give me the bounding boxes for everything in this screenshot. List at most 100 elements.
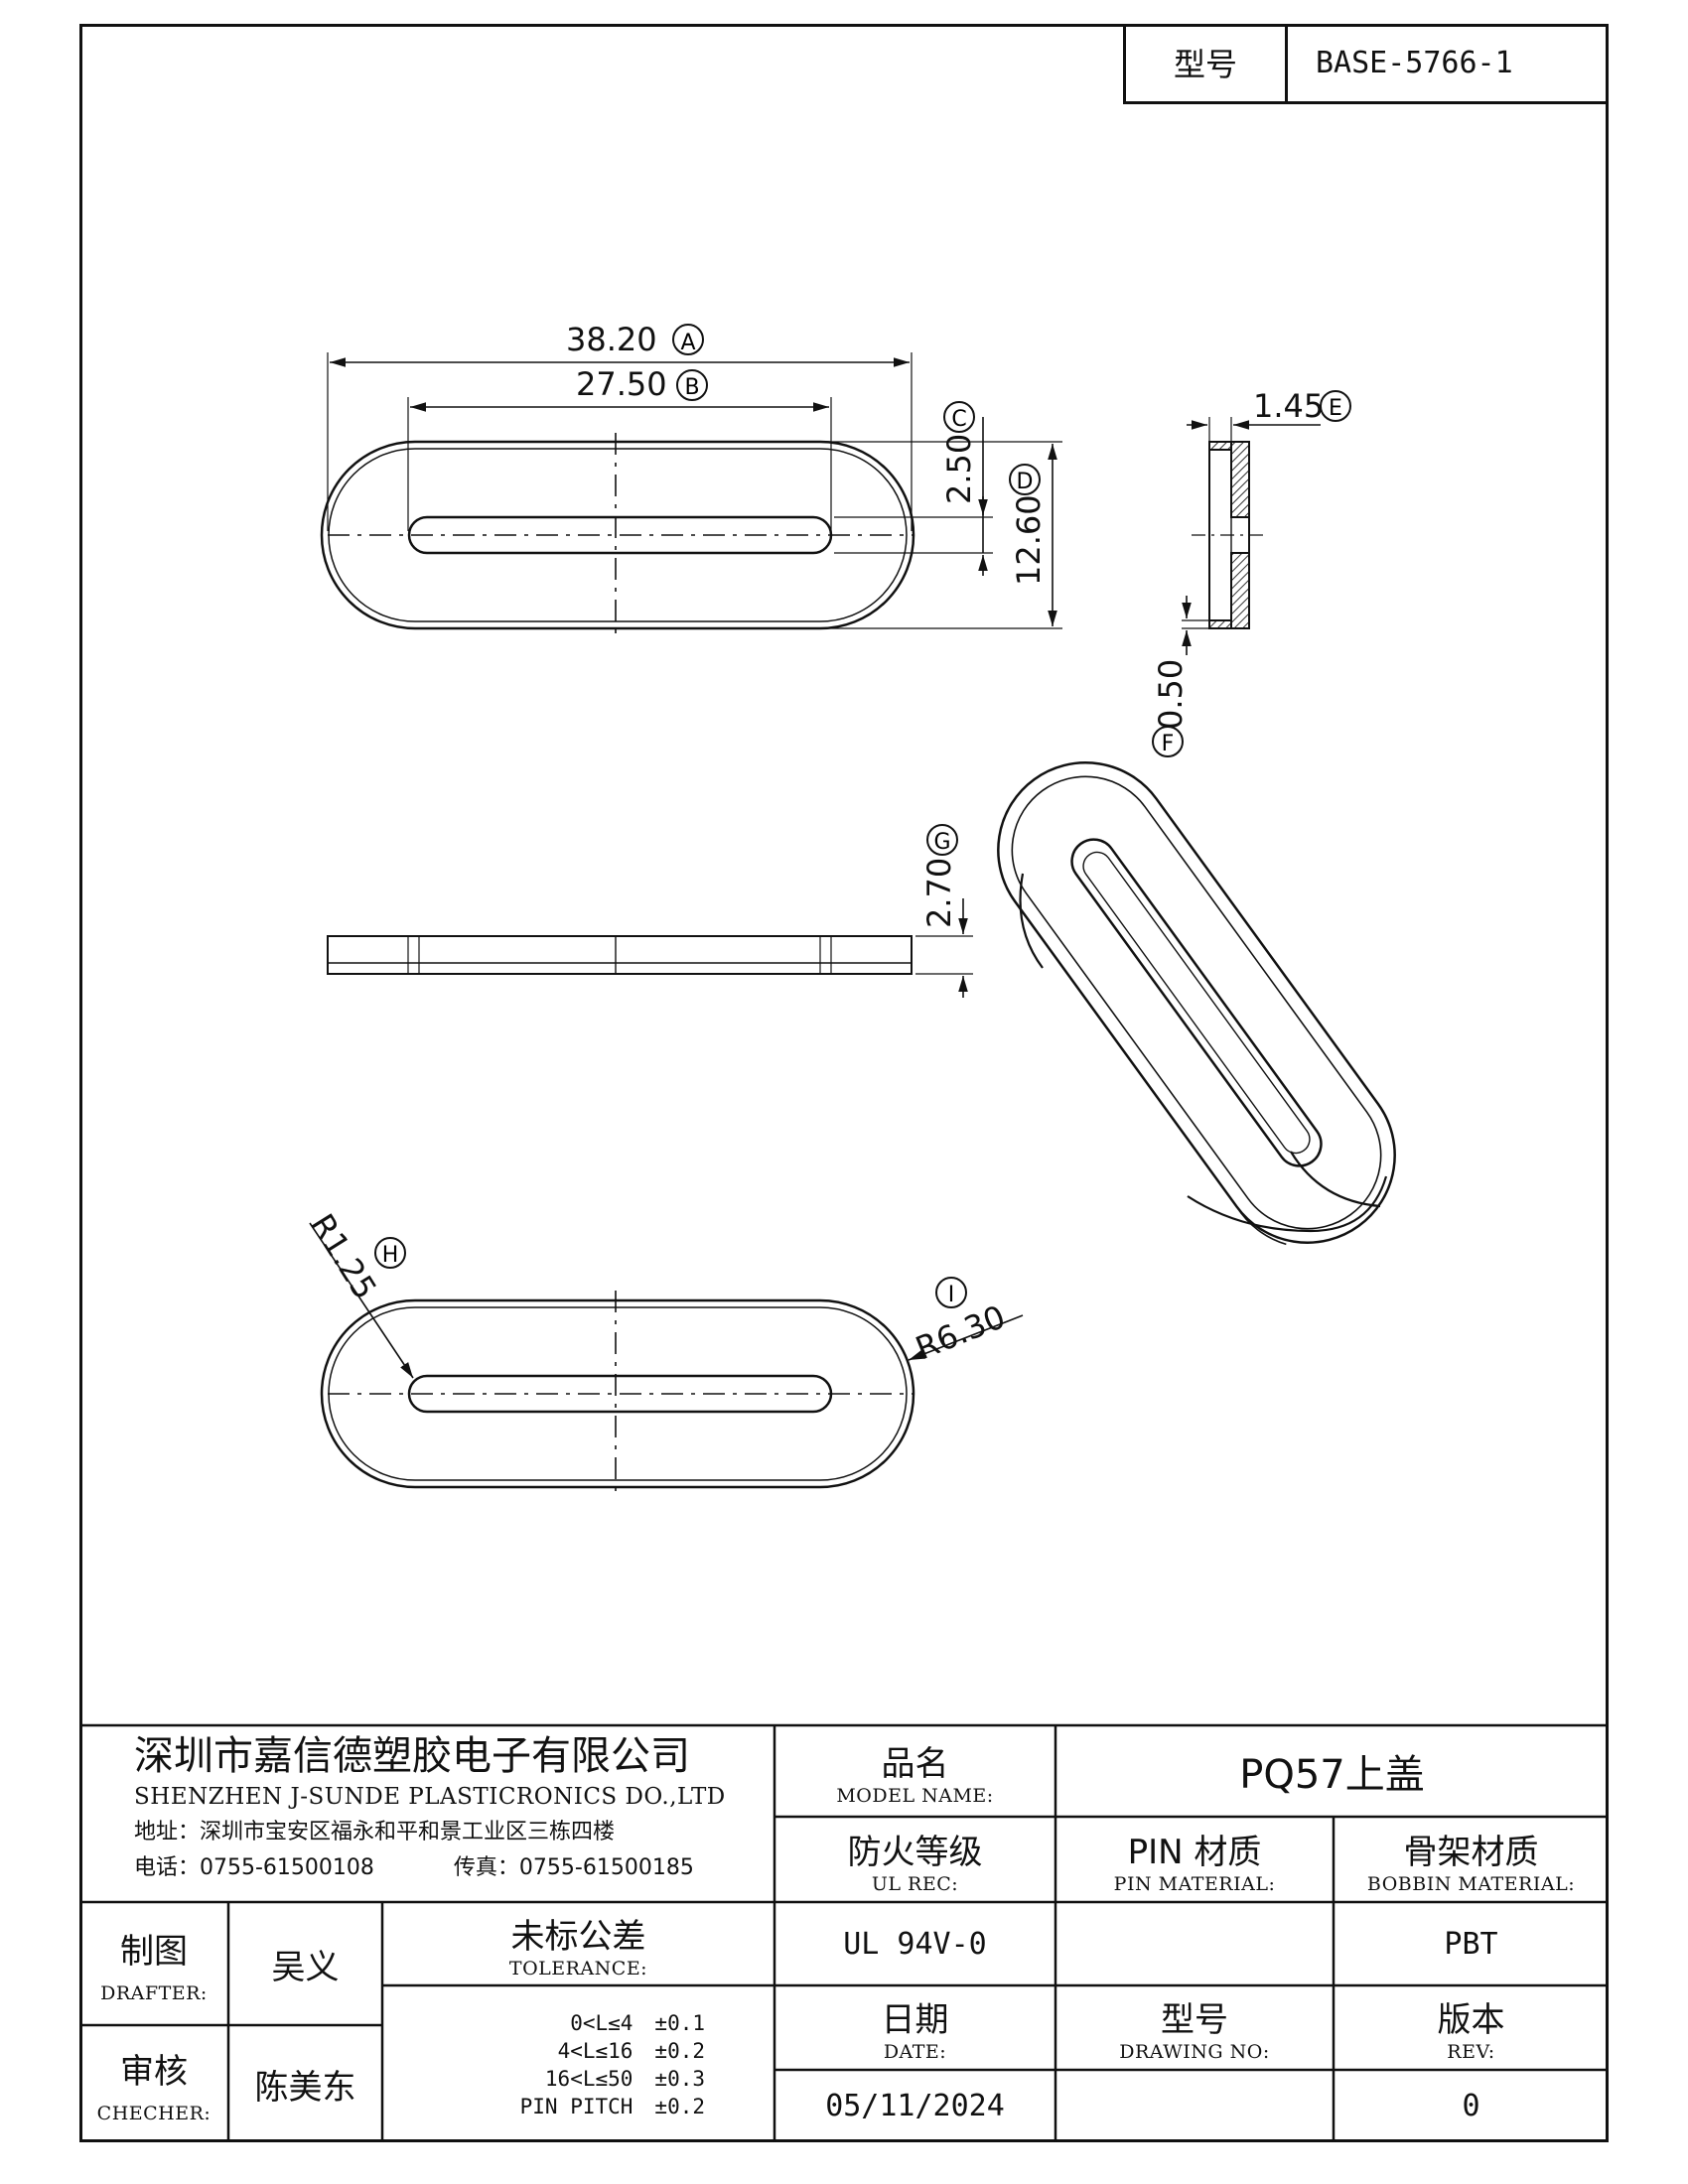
marker-i	[935, 1277, 967, 1308]
dim-e-label: 1.45	[1253, 387, 1324, 425]
date-en: DATE:	[883, 2041, 947, 2063]
bobbin-value: PBT	[1444, 1926, 1498, 1962]
rev-en: REV:	[1447, 2041, 1495, 2063]
checker-value-cell: 陈美东	[228, 2025, 382, 2142]
tolerance-row: PIN PITCH ±0.2	[382, 2093, 705, 2120]
tolerance-row: 0<L≤4 ±0.1	[382, 2009, 705, 2037]
ul-value-cell: UL 94V-0	[774, 1902, 1055, 1985]
drafter-en: DRAFTER:	[100, 1981, 208, 2004]
marker-h-text: H	[382, 1243, 399, 1268]
drafter-value: 吴义	[271, 1947, 340, 1987]
marker-h	[374, 1237, 406, 1269]
rev-label: 版本 REV:	[1334, 1985, 1609, 2070]
bobbin-label: 骨架材质 BOBBIN MATERIAL:	[1334, 1817, 1609, 1902]
model-header-value: BASE-5766-1	[1316, 45, 1513, 80]
checker-en: CHECHER:	[96, 2102, 211, 2124]
tolerance-row: 4<L≤16 ±0.2	[382, 2037, 705, 2065]
tolerance-row: 16<L≤50 ±0.3	[382, 2065, 705, 2093]
company-phone: 电话：0755-61500108	[134, 1855, 374, 1880]
tolerance-label: 未标公差 TOLERANCE:	[382, 1902, 774, 1985]
tolerance-value: ±0.3	[654, 2067, 705, 2091]
pin-value-cell	[1055, 1902, 1334, 1985]
drawing-no-value-cell	[1055, 2070, 1334, 2142]
isometric-thickness	[1019, 873, 1388, 1233]
ul-value: UL 94V-0	[843, 1926, 987, 1962]
date-value-cell: 05/11/2024	[774, 2070, 1055, 2142]
model-name-value-cell: PQ57上盖	[1055, 1725, 1609, 1817]
dim-d-label: 12.60	[1010, 494, 1048, 586]
pin-en: PIN MATERIAL:	[1113, 1872, 1276, 1895]
marker-a	[672, 324, 704, 355]
date-cn: 日期	[881, 2000, 949, 2040]
drafter-cn: 制图	[120, 1931, 188, 1972]
marker-c	[943, 401, 975, 433]
checker-cn: 审核	[120, 2051, 188, 2092]
pin-cn: PIN 材质	[1127, 1832, 1262, 1872]
marker-g	[926, 824, 958, 856]
ul-label: 防火等级 UL REC:	[774, 1817, 1055, 1902]
tolerance-range: 16<L≤50	[544, 2067, 633, 2091]
dim-g-label: 2.70	[920, 858, 958, 928]
title-block-grid	[79, 1723, 1609, 2142]
marker-b	[676, 369, 708, 401]
pin-label: PIN 材质 PIN MATERIAL:	[1055, 1817, 1334, 1902]
isometric-view	[997, 761, 1396, 1246]
date-value: 05/11/2024	[825, 2089, 1005, 2123]
marker-g-text: G	[933, 830, 950, 855]
model-header-label: 型号	[1126, 24, 1288, 101]
bobbin-en: BOBBIN MATERIAL:	[1366, 1872, 1576, 1895]
tolerance-cn: 未标公差	[510, 1916, 646, 1957]
marker-c-text: C	[951, 407, 966, 432]
dim-b-label: 27.50	[576, 365, 667, 403]
marker-f-text: F	[1162, 732, 1175, 756]
model-header-box: 型号 BASE-5766-1	[1123, 24, 1609, 104]
dim-c-label: 2.50	[940, 434, 978, 504]
drafter-label: 制图 DRAFTER:	[79, 1902, 228, 2025]
checker-value: 陈美东	[254, 2067, 356, 2108]
drawing-no-cn: 型号	[1161, 2000, 1228, 2040]
ul-en: UL REC:	[871, 1872, 959, 1895]
marker-a-text: A	[680, 331, 695, 355]
tolerance-table: 0<L≤4 ±0.1 4<L≤16 ±0.2 16<L≤50 ±0.3 PIN …	[382, 1985, 774, 2142]
tolerance-range: 0<L≤4	[570, 2011, 633, 2035]
marker-i-text: I	[948, 1283, 955, 1307]
drawing-no-label: 型号 DRAWING NO:	[1055, 1985, 1334, 2070]
drafter-value-cell: 吴义	[228, 1902, 382, 2025]
drawing-frame	[79, 24, 1609, 2142]
dim-h-label: R1.25	[303, 1207, 384, 1305]
ul-cn: 防火等级	[847, 1832, 983, 1872]
dim-i-label: R6.30	[911, 1297, 1011, 1367]
marker-e	[1320, 390, 1351, 422]
tolerance-value: ±0.1	[654, 2011, 705, 2035]
dim-a-label: 38.20	[566, 321, 657, 358]
drawing-no-en: DRAWING NO:	[1119, 2041, 1270, 2063]
model-name-en: MODEL NAME:	[836, 1784, 994, 1807]
top-view	[320, 352, 1062, 637]
model-name-label: 品名 MODEL NAME:	[774, 1725, 1055, 1817]
bottom-view	[309, 1222, 1024, 1494]
bobbin-cn: 骨架材质	[1403, 1832, 1539, 1872]
company-info: 深圳市嘉信德塑胶电子有限公司 SHENZHEN J-SUNDE PLASTICR…	[79, 1725, 774, 1902]
bobbin-value-cell: PBT	[1334, 1902, 1609, 1985]
marker-e-text: E	[1329, 396, 1342, 421]
marker-d-text: D	[1017, 470, 1034, 494]
tolerance-value: ±0.2	[654, 2095, 705, 2118]
marker-b-text: B	[684, 375, 699, 400]
marker-d	[1009, 464, 1041, 495]
tolerance-range: PIN PITCH	[519, 2095, 633, 2118]
rev-value-cell: 0	[1334, 2070, 1609, 2142]
front-view	[327, 898, 973, 998]
side-section-view	[1182, 417, 1321, 655]
tolerance-en: TOLERANCE:	[508, 1957, 648, 1979]
rev-cn: 版本	[1437, 2000, 1505, 2040]
tolerance-range: 4<L≤16	[557, 2039, 633, 2063]
model-name-cn: 品名	[881, 1743, 949, 1784]
company-name-cn: 深圳市嘉信德塑胶电子有限公司	[134, 1733, 690, 1779]
rev-value: 0	[1462, 2089, 1480, 2123]
date-label: 日期 DATE:	[774, 1985, 1055, 2070]
company-address: 地址：深圳市宝安区福永和平和景工业区三栋四楼	[134, 1820, 616, 1844]
tolerance-value: ±0.2	[654, 2039, 705, 2063]
marker-f	[1152, 726, 1184, 757]
checker-label: 审核 CHECHER:	[79, 2025, 228, 2142]
